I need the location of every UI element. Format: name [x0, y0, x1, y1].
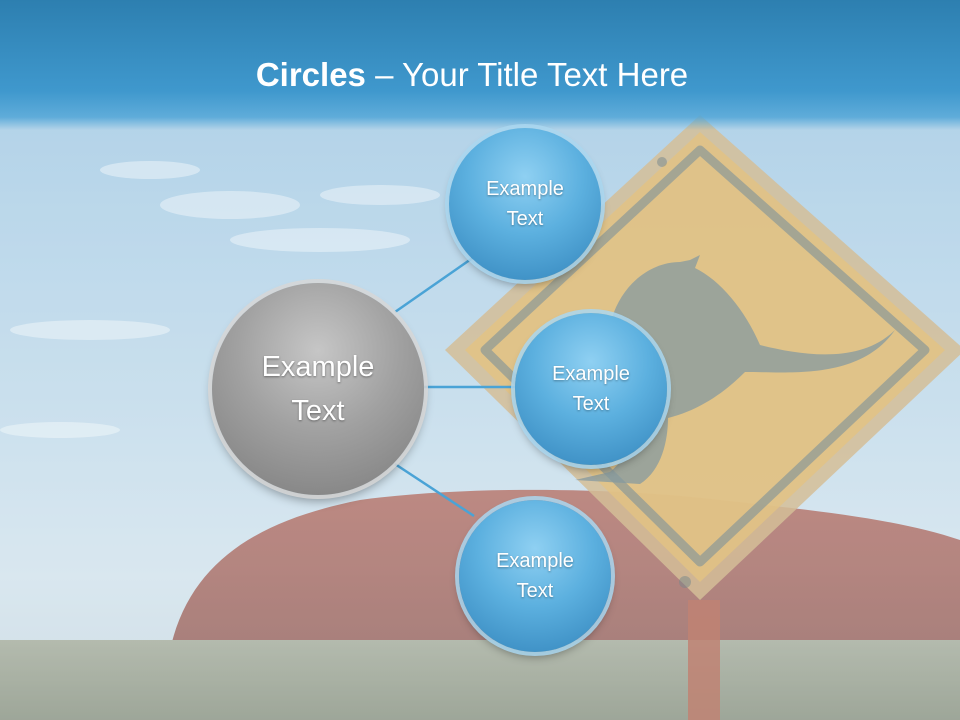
node-top-line2: Text [506, 208, 544, 230]
center-circle[interactable]: Example Text [212, 283, 424, 495]
node-top-line1: Example [486, 178, 564, 200]
title-rest: – Your Title Text Here [365, 56, 689, 93]
center-circle-line1: Example [261, 351, 375, 383]
center-circle-line2: Text [291, 395, 345, 427]
node-middle-line1: Example [552, 363, 630, 385]
node-circle-bottom[interactable]: Example Text [459, 500, 611, 652]
node-bottom-line2: Text [516, 580, 554, 602]
connector-bottom [394, 462, 475, 518]
cloud-icon [0, 161, 440, 438]
connector-top [394, 255, 475, 314]
title-bold: Circles [255, 56, 366, 93]
slide-title: Circles – Your Title Text Here [0, 52, 944, 98]
node-circle-middle[interactable]: Example Text [515, 313, 667, 465]
title-bar [0, 0, 960, 130]
node-bottom-line1: Example [496, 550, 574, 572]
node-middle-line2: Text [572, 393, 610, 415]
node-circle-top[interactable]: Example Text [449, 128, 601, 280]
